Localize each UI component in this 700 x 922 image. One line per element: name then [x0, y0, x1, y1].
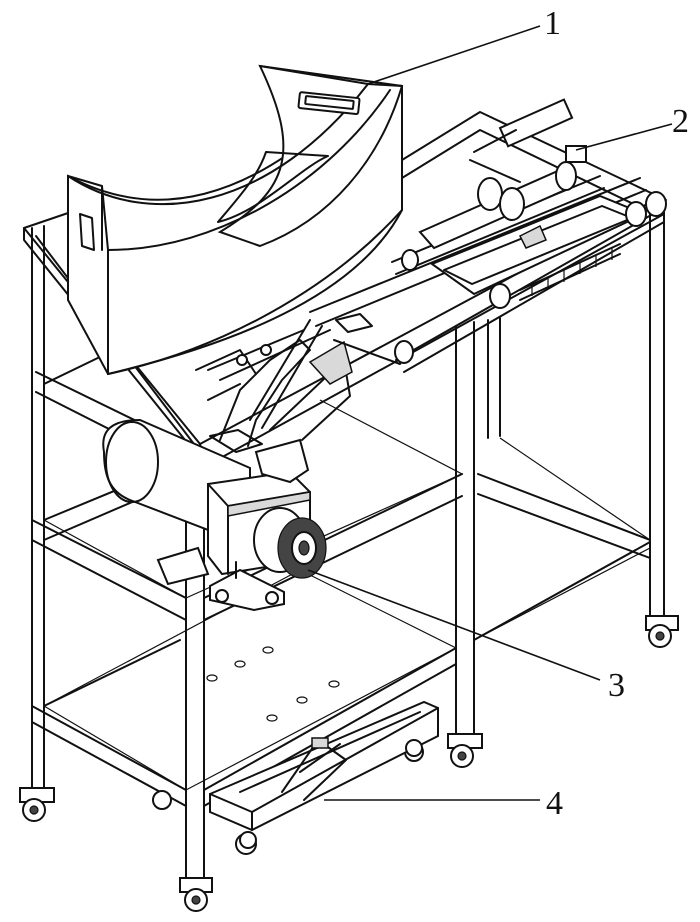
shelf-holes	[206, 646, 340, 722]
rail-slider-assembly	[309, 98, 667, 373]
leader-lines	[307, 25, 673, 801]
caster-front-left	[179, 877, 213, 912]
caster-back-left	[19, 787, 55, 822]
caster-front-right	[447, 733, 483, 768]
callout-4: 4	[546, 785, 563, 822]
leader-2	[575, 123, 673, 151]
motor-assembly	[102, 418, 327, 612]
caster-wheels	[19, 615, 679, 912]
callout-labels: 1 2 3 4	[544, 5, 689, 822]
caster-back-right	[645, 615, 679, 648]
leader-1	[367, 25, 541, 85]
leader-3	[307, 569, 601, 681]
callout-1: 1	[544, 5, 561, 42]
foot-pedal	[209, 700, 439, 849]
feed-mechanism	[195, 313, 413, 484]
caster-mid-a	[152, 790, 172, 810]
hopper	[67, 64, 404, 381]
callout-2: 2	[672, 103, 689, 140]
callout-3: 3	[608, 667, 625, 704]
